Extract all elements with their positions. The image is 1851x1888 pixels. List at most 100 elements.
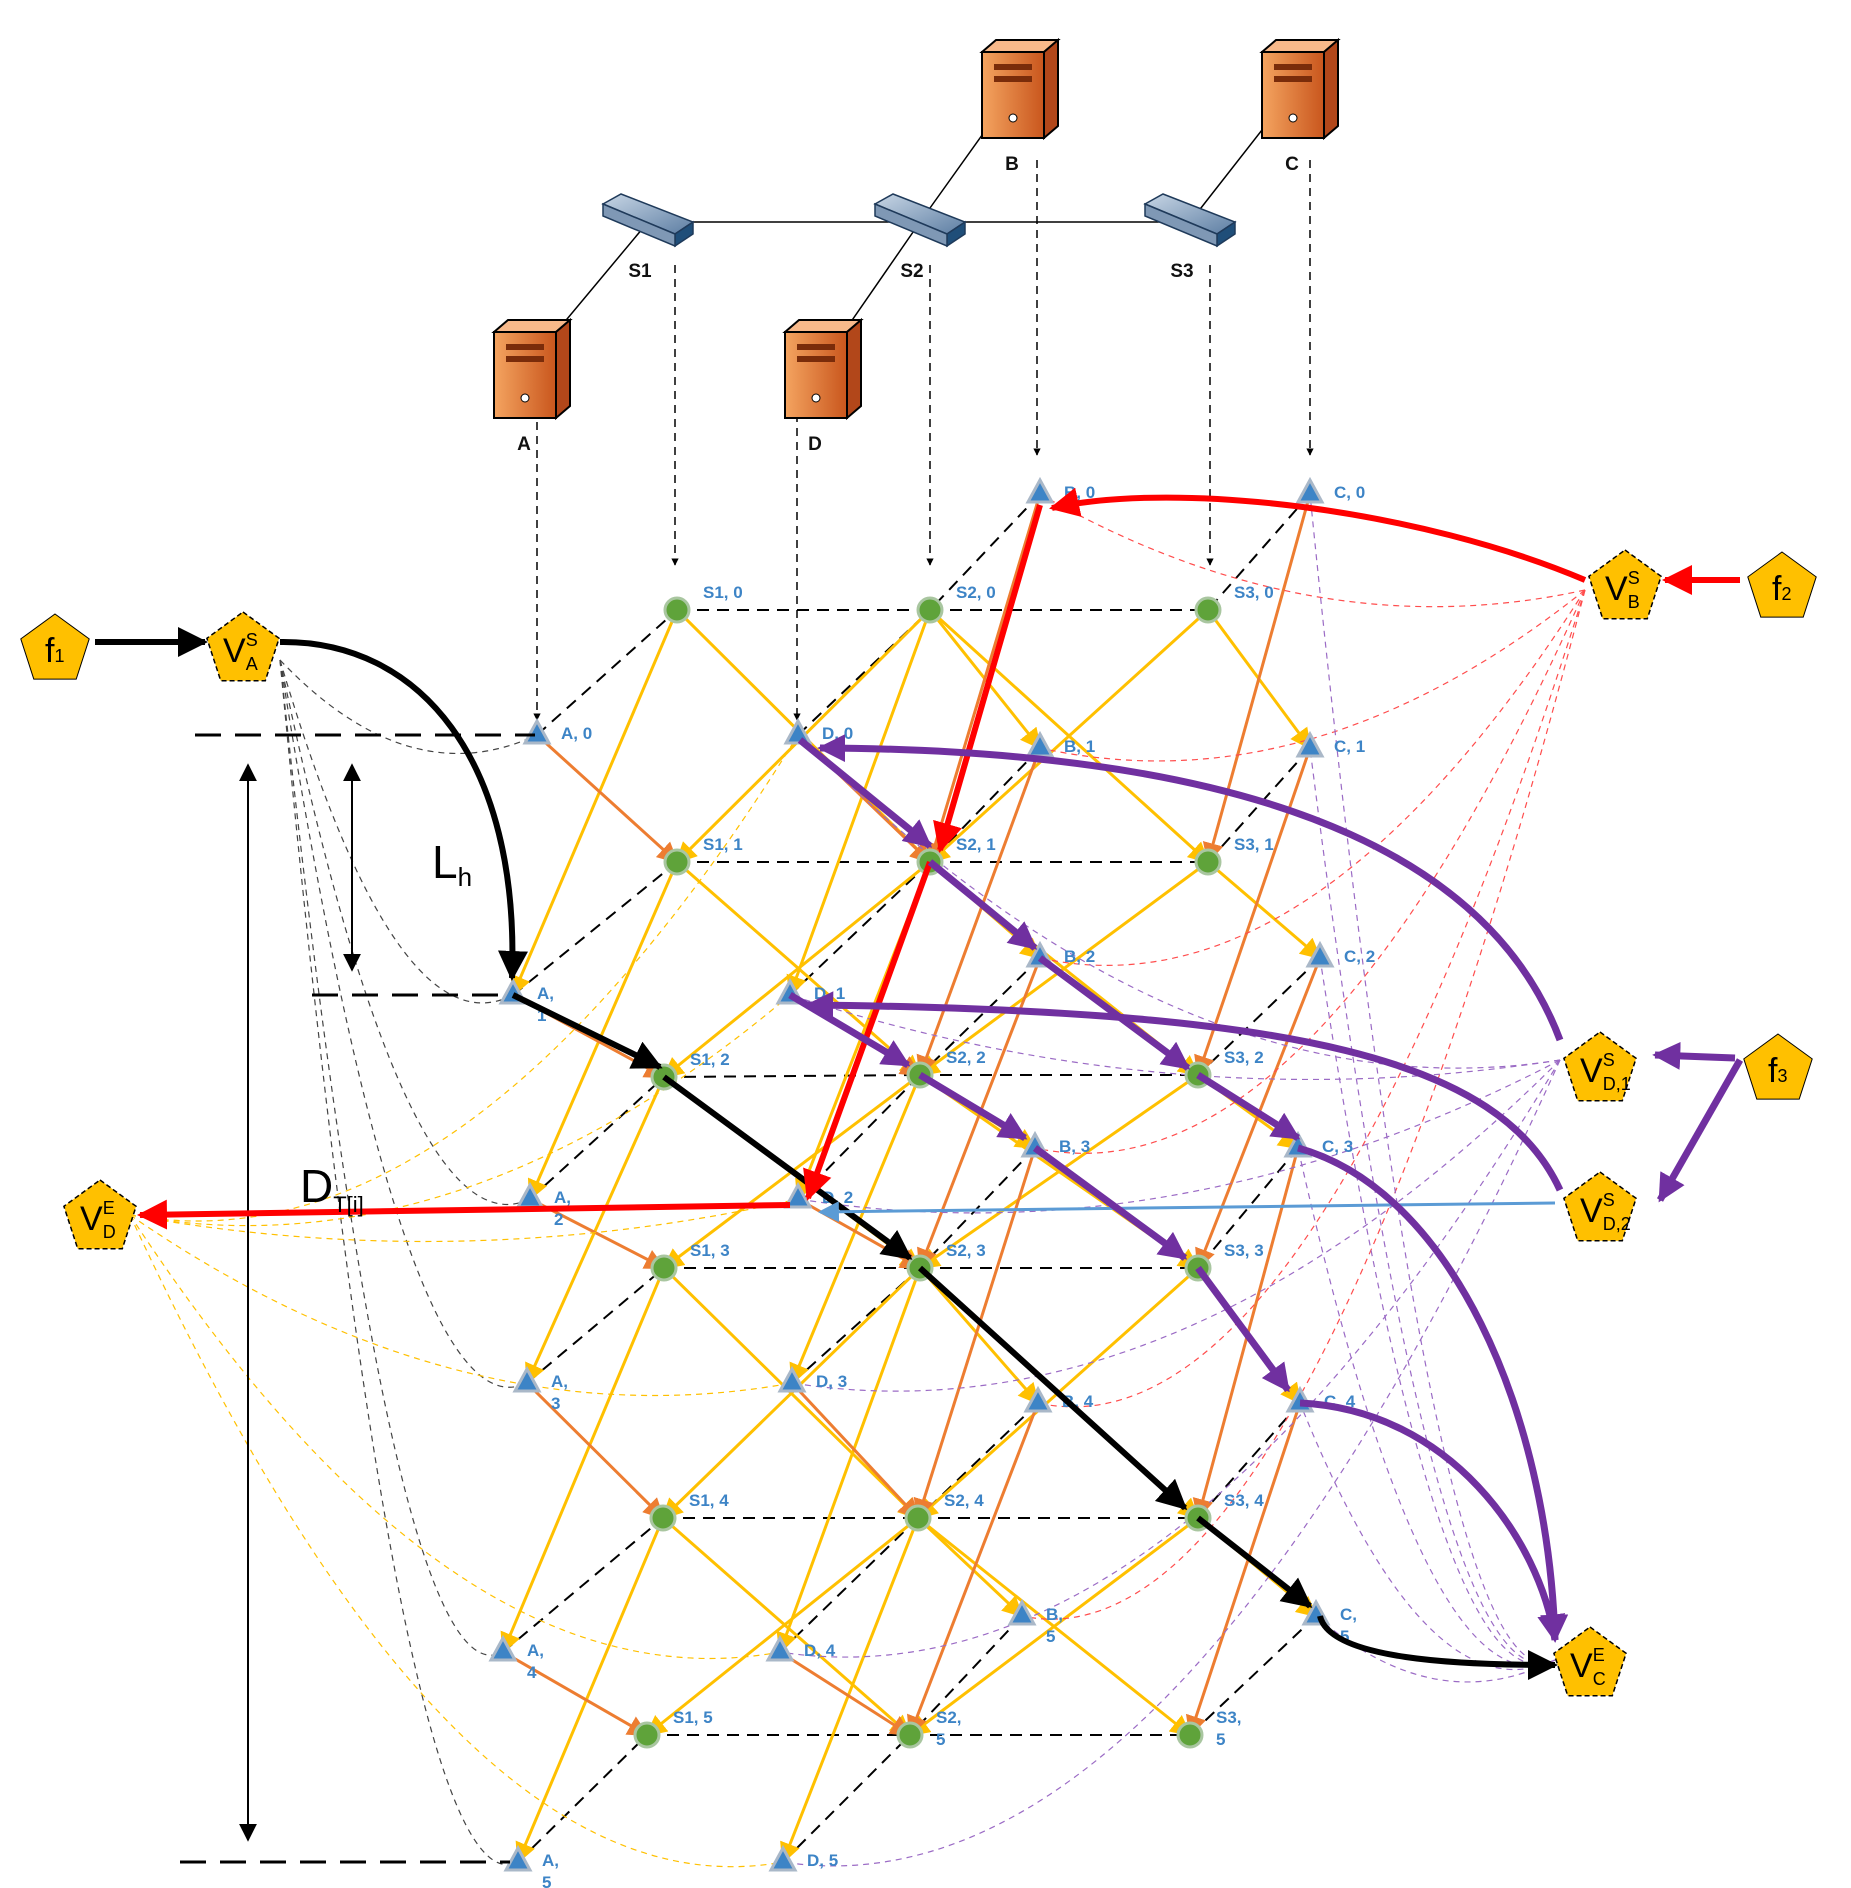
- flow-path-black: [662, 1074, 913, 1261]
- host-node-c-0: [1295, 476, 1325, 504]
- link-d-s2: [782, 1734, 911, 1863]
- link-a-s1: [517, 1734, 648, 1863]
- virtual-node-vd2s: [1563, 1171, 1637, 1242]
- nodes-layer: S1, 0S1, 1S1, 2S1, 3S1, 4S1, 5S2, 0S2, 1…: [488, 476, 1375, 1888]
- switch-node-s2-4: [904, 1504, 932, 1532]
- virtual-node-vce: [1553, 1626, 1627, 1697]
- yellow-edge: [928, 608, 1210, 864]
- vce-fan-edge: [1319, 957, 1556, 1665]
- switch-node-label: S1, 3: [690, 1241, 730, 1260]
- host-node-c-2: [1305, 940, 1335, 968]
- host-node-a-3: [512, 1365, 542, 1393]
- virtual-node-vas: [206, 611, 280, 682]
- link-a-s1: [502, 1517, 664, 1653]
- vds-fan-edge: [782, 1059, 1561, 1867]
- switch-node-label: S3, 3: [1224, 1241, 1264, 1260]
- yellow-edge: [527, 861, 679, 1201]
- host-node-c-1: [1295, 730, 1325, 758]
- host-node-b-0: [1025, 476, 1055, 504]
- flow-label: f1: [45, 632, 64, 670]
- flow-path-purple: [918, 1071, 1028, 1142]
- host-node-label: A,1: [537, 984, 554, 1025]
- host-node-label: A,3: [551, 1372, 568, 1413]
- switch-node-label: S2,5: [936, 1708, 962, 1749]
- flow-label: f3: [1768, 1052, 1787, 1090]
- switch-node-label: S3, 1: [1234, 835, 1274, 854]
- switch-node-s1-4: [649, 1504, 677, 1532]
- switch-node-s1-0: [663, 596, 691, 624]
- flow-path-purple: [1196, 1072, 1301, 1141]
- vds-fan-edge: [789, 994, 1561, 1081]
- switch-node-label: S3, 4: [1224, 1491, 1264, 1510]
- flow-path-purple: [1195, 1265, 1291, 1393]
- orange-edge: [790, 1381, 920, 1520]
- host-node-b-5: [1007, 1598, 1037, 1626]
- vbs-fan-edge: [1037, 589, 1586, 1408]
- host-node-label: A,5: [542, 1851, 559, 1888]
- yellow-edge: [515, 1517, 665, 1864]
- flow-path-purple: [1037, 955, 1191, 1071]
- host-node-label: D, 0: [822, 724, 853, 743]
- yellow-edge: [510, 609, 679, 997]
- link-c-s3: [1189, 1615, 1317, 1736]
- switch-node-label: S2, 3: [946, 1241, 986, 1260]
- vbs-fan-edge: [1039, 589, 1586, 966]
- switch-node-label: S1, 1: [703, 835, 743, 854]
- vbs-fan-edge: [1039, 493, 1586, 608]
- server-label: B: [1005, 154, 1019, 175]
- host-node-label: C,5: [1340, 1605, 1357, 1646]
- yellow-edge: [918, 860, 1209, 1077]
- vds-fan-edge: [797, 1059, 1561, 1214]
- yellow-edge: [662, 1516, 912, 1737]
- host-node-label: D, 1: [814, 984, 845, 1003]
- flow-path-purple: [1032, 1145, 1188, 1261]
- yellow-edge: [662, 860, 931, 1079]
- switch-node-s3-5: [1176, 1721, 1204, 1749]
- server-label: C: [1285, 154, 1299, 175]
- vbs-fan-edge: [1021, 589, 1586, 1620]
- vas-fan-edge: [279, 659, 519, 1866]
- orange-edge: [1194, 747, 1312, 1077]
- switch-node-label: S1, 2: [690, 1050, 730, 1069]
- flow-path-purple: [805, 991, 1564, 1192]
- vas-fan-edge: [279, 659, 538, 754]
- switch-label: S3: [1170, 261, 1193, 282]
- yellow-edge: [918, 1267, 1040, 1405]
- switch-node-label: S1, 0: [703, 583, 743, 602]
- switch-node-s1-5: [633, 1721, 661, 1749]
- host-node-label: D, 5: [807, 1851, 838, 1870]
- flow-f1-pentagon: [20, 613, 90, 680]
- flow-path-black: [917, 1265, 1188, 1511]
- link-c-s3: [1197, 957, 1321, 1076]
- switch-node-label: S3,5: [1216, 1708, 1242, 1749]
- link-b-s2: [909, 1615, 1023, 1736]
- orange-edge: [907, 1402, 1040, 1737]
- host-node-label: B,5: [1046, 1605, 1063, 1646]
- vds-fan-edge: [791, 1059, 1561, 1392]
- yellow-edge: [776, 1267, 922, 1654]
- lh-annotation: Lh: [432, 836, 472, 892]
- switch-node-s2-5: [896, 1721, 924, 1749]
- flow-path-red: [933, 504, 1043, 853]
- link-b-s2: [919, 957, 1041, 1076]
- yellow-edge: [918, 1073, 1199, 1270]
- vde-fan-edge: [129, 1214, 781, 1660]
- flow-path-purple: [797, 737, 933, 849]
- switch-node-label: S2, 1: [956, 835, 996, 854]
- host-node-a-4: [488, 1634, 518, 1662]
- host-node-label: D, 3: [816, 1372, 847, 1391]
- vds-fan-edge: [797, 734, 1561, 1069]
- switch-s1-icon: [601, 193, 695, 248]
- flow-path-black: [1317, 1614, 1558, 1680]
- virtual-node-vde: [63, 1179, 137, 1250]
- switch-node-label: S2, 2: [946, 1048, 986, 1067]
- link-b-s2: [919, 1147, 1036, 1269]
- link-b-s2: [929, 747, 1041, 863]
- vas-fan-edge: [279, 659, 504, 1656]
- orange-edge: [916, 747, 1042, 1077]
- link-b-s2: [929, 493, 1041, 611]
- orange-edge: [502, 1650, 649, 1737]
- link-a-s1: [526, 1267, 665, 1384]
- host-node-label: D, 4: [804, 1641, 836, 1660]
